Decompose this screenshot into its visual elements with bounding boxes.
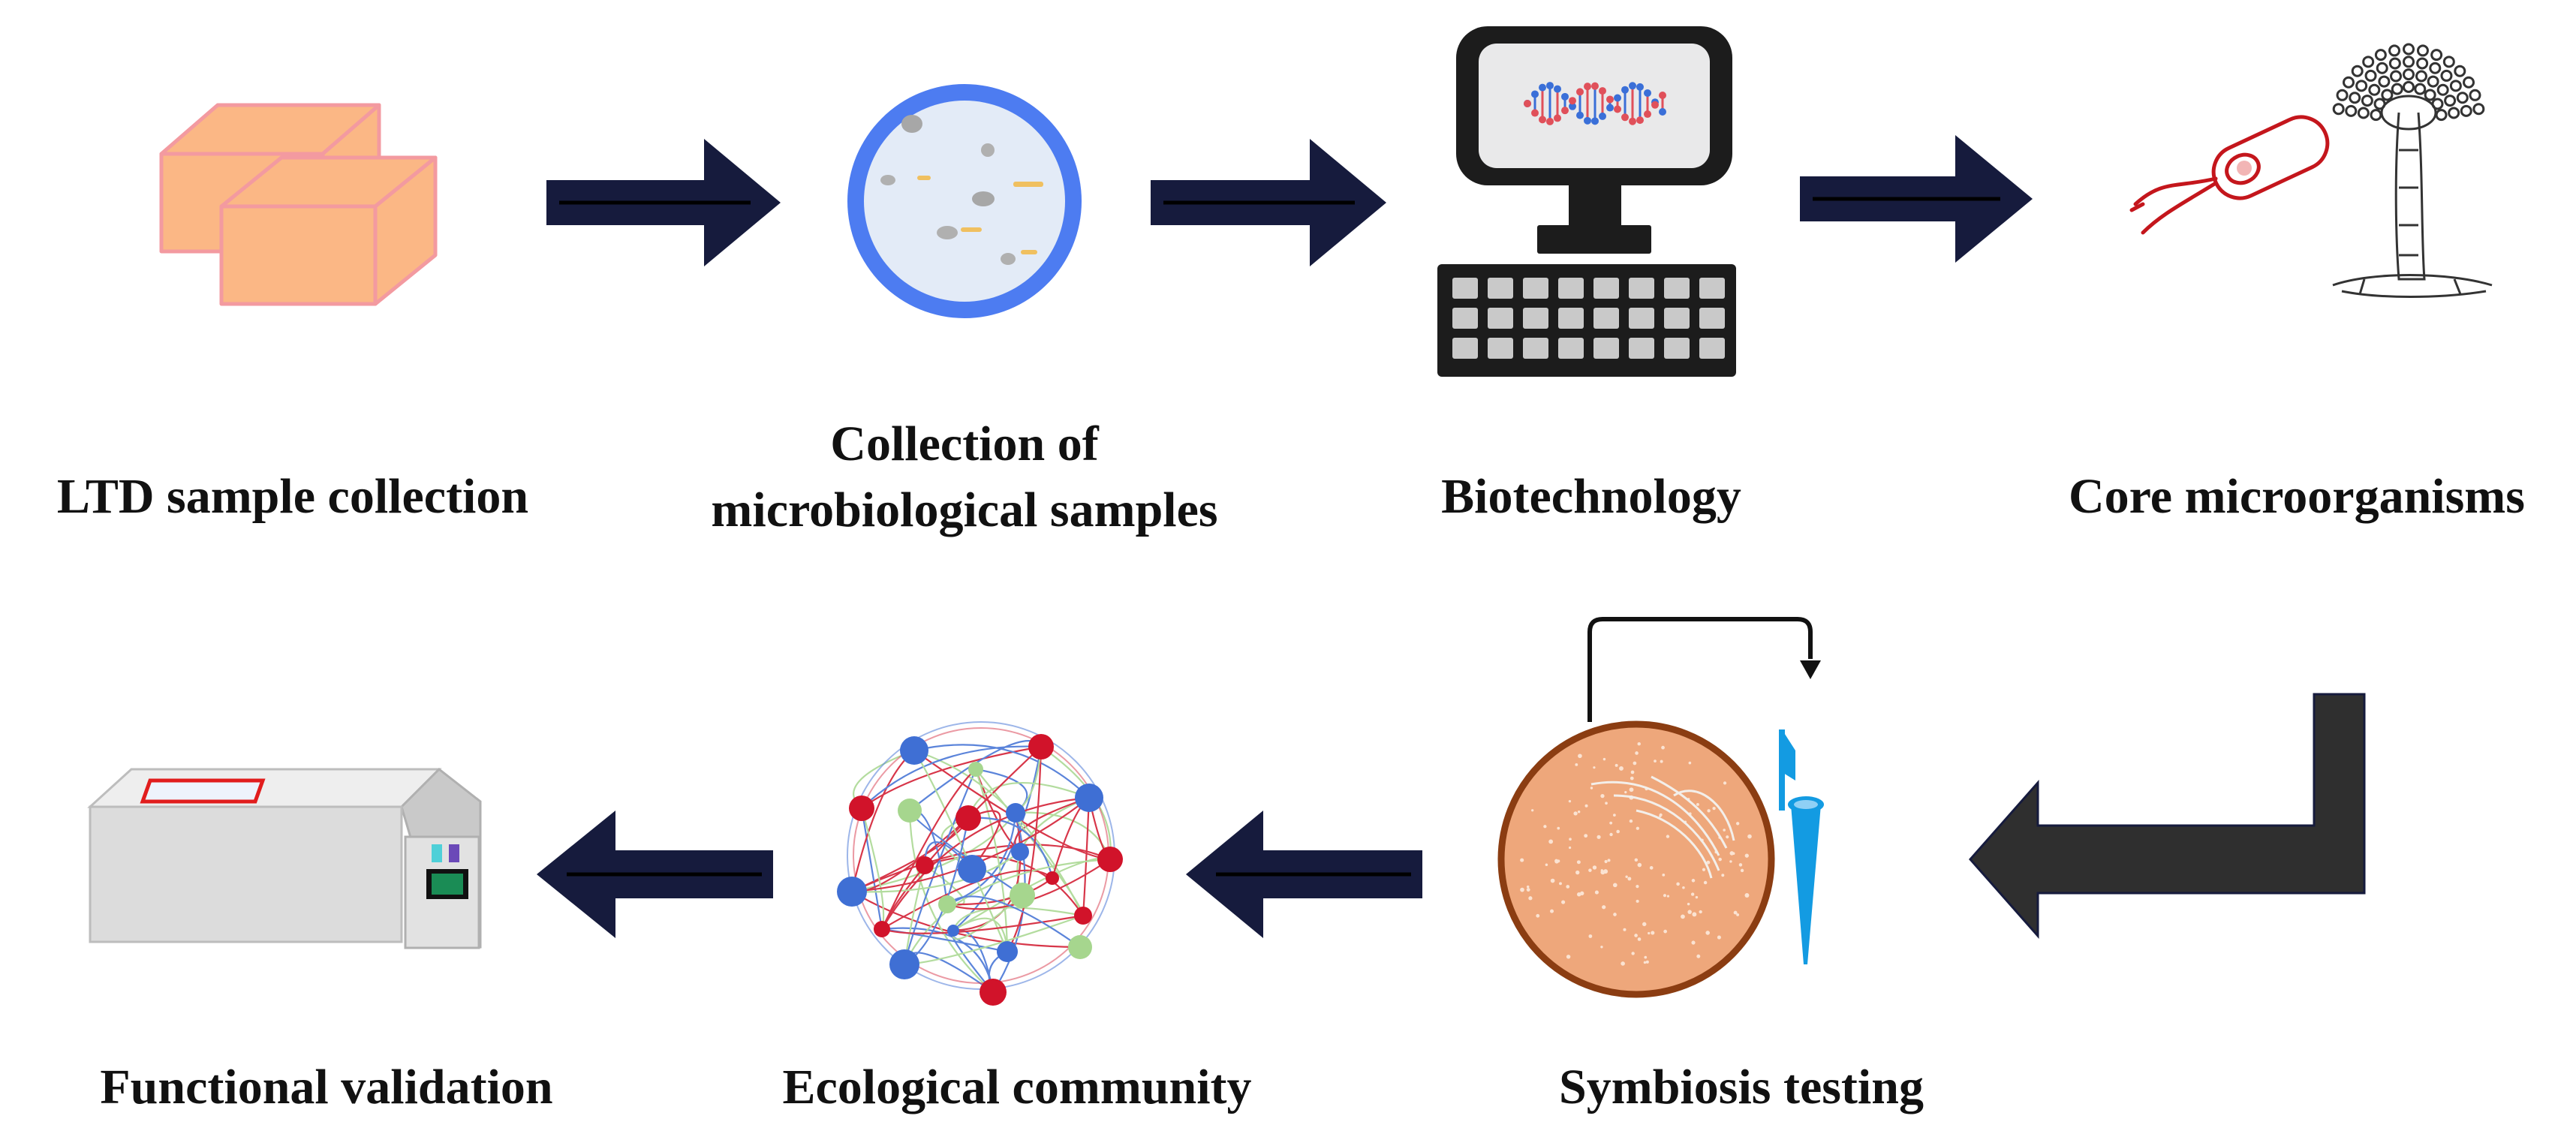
network-node <box>1097 847 1123 872</box>
analysis-instrument-icon <box>87 768 482 949</box>
network-node <box>980 979 1007 1006</box>
ecological-network-icon <box>837 721 1123 1006</box>
network-node <box>997 941 1018 962</box>
keyboard-key <box>1593 308 1619 329</box>
network-node <box>849 796 874 821</box>
network-node <box>1068 935 1092 959</box>
keyboard-key <box>1488 338 1513 359</box>
keyboard-key <box>1629 338 1654 359</box>
network-node <box>1075 784 1103 812</box>
keyboard-key <box>1593 338 1619 359</box>
keyboard-key <box>1664 338 1690 359</box>
network-node <box>1010 883 1035 908</box>
ltd-sample-boxes-icon <box>159 103 438 306</box>
network-node <box>947 925 959 937</box>
flow-arrow-2 <box>1151 139 1386 266</box>
keyboard-key <box>1523 278 1548 299</box>
network-node <box>900 736 928 765</box>
label-line-2: microbiological samples <box>711 483 1218 537</box>
label-core-microorganisms: Core microorganisms <box>2069 469 2525 524</box>
keyboard-key <box>1664 278 1690 299</box>
keyboard-key <box>1488 278 1513 299</box>
flow-arrow-1 <box>546 139 781 266</box>
network-node <box>1028 734 1054 759</box>
network-node <box>874 921 890 937</box>
label-ltd-sample-collection: LTD sample collection <box>56 469 529 524</box>
network-node <box>1046 871 1059 885</box>
label-functional-validation: Functional validation <box>100 1060 553 1114</box>
keyboard-key <box>1629 278 1654 299</box>
keyboard-key <box>1452 308 1478 329</box>
bacterium-icon <box>2129 115 2330 235</box>
keyboard-key <box>1699 338 1725 359</box>
flow-arrow-3 <box>1800 135 2033 263</box>
network-node <box>958 855 986 883</box>
label-symbiosis-testing: Symbiosis testing <box>1559 1060 1924 1114</box>
network-node <box>955 805 981 831</box>
network-node <box>1074 907 1092 925</box>
keyboard-key <box>1629 308 1654 329</box>
culture-plate-icon <box>1497 617 1821 998</box>
flow-arrow-5 <box>1186 811 1422 938</box>
keyboard-key <box>1558 278 1584 299</box>
keyboard-key <box>1664 308 1690 329</box>
keyboard-key <box>1523 308 1548 329</box>
keyboard-key <box>1558 308 1584 329</box>
network-node <box>898 799 922 823</box>
keyboard-key <box>1523 338 1548 359</box>
pipette-icon <box>1779 729 1824 964</box>
keyboard-key <box>1699 278 1725 299</box>
fungus-conidiophore-icon <box>2332 43 2493 298</box>
label-biotechnology: Biotechnology <box>1441 469 1741 524</box>
flow-arrow-6 <box>537 811 773 938</box>
network-node <box>938 895 956 913</box>
keyboard-key <box>1699 308 1725 329</box>
label-ecological-community: Ecological community <box>782 1060 1252 1114</box>
keyboard-key <box>1593 278 1619 299</box>
network-node <box>968 762 983 777</box>
elbow-arrow <box>1968 693 2366 939</box>
keyboard-key <box>1452 278 1478 299</box>
network-node <box>889 949 919 979</box>
label-collection-microbiological-samples: Collection of microbiological samples <box>661 411 1268 543</box>
label-line-1: Collection of <box>830 417 1099 471</box>
keyboard-key <box>1488 308 1513 329</box>
network-node <box>1006 803 1025 823</box>
network-node <box>1011 843 1029 861</box>
petri-dish-icon <box>847 84 1082 318</box>
dna-helix <box>1524 82 1666 125</box>
computer-dna-icon <box>1437 26 1736 377</box>
keyboard-key <box>1452 338 1478 359</box>
keyboard-key <box>1558 338 1584 359</box>
network-node <box>916 856 934 874</box>
network-node <box>837 877 867 907</box>
